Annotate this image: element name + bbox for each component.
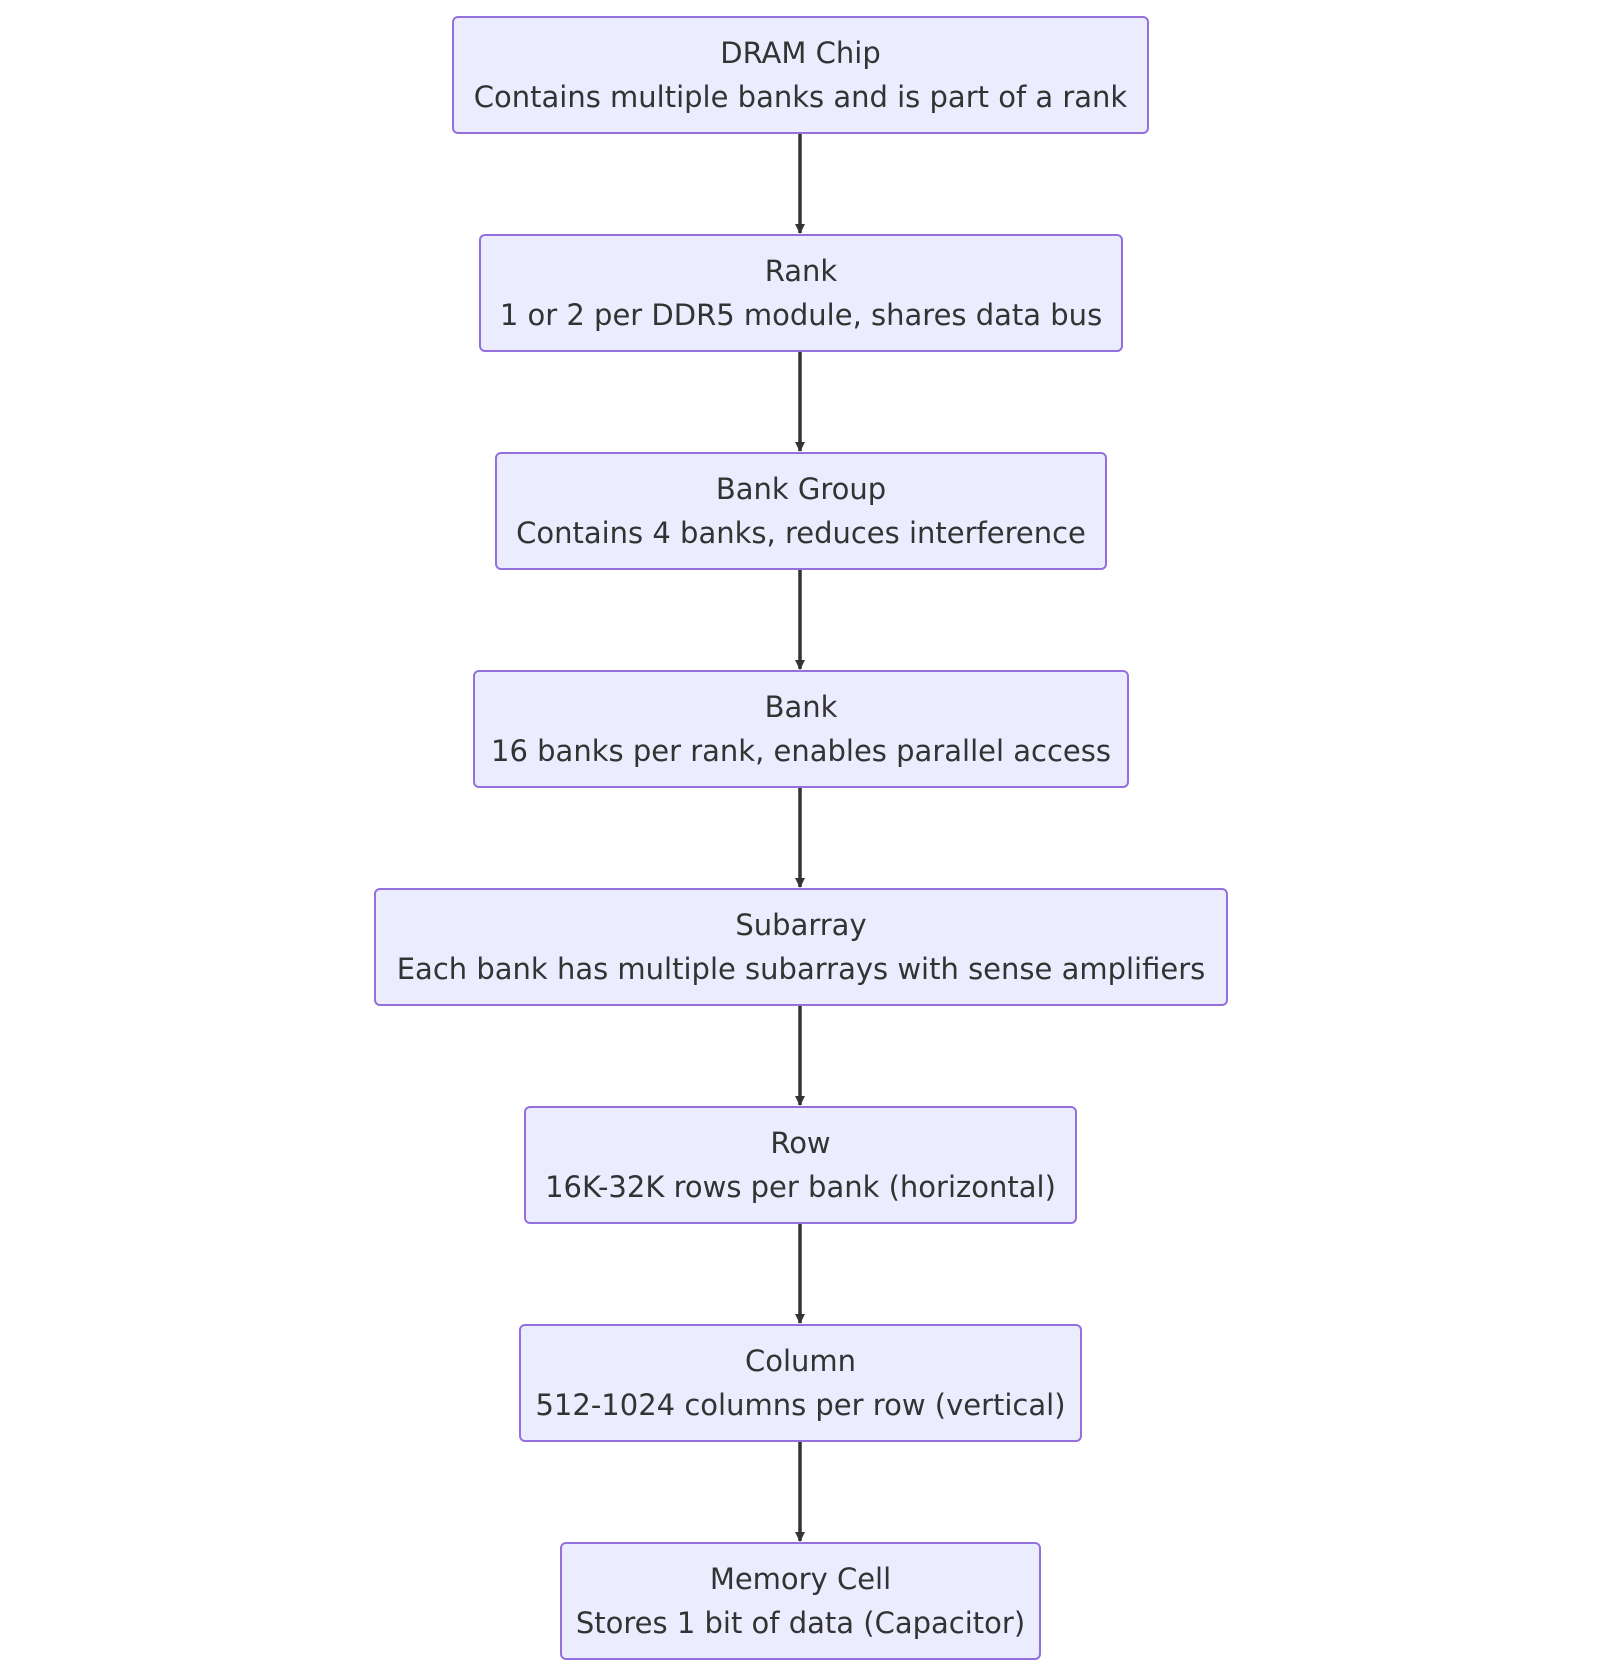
node-subarray: Subarray Each bank has multiple subarray… — [374, 888, 1228, 1006]
node-row: Row 16K-32K rows per bank (horizontal) — [524, 1106, 1077, 1224]
node-title: Column — [744, 1344, 857, 1378]
node-title: Rank — [764, 254, 838, 288]
node-description: 1 or 2 per DDR5 module, shares data bus — [499, 298, 1103, 332]
node-title: Bank Group — [715, 472, 887, 506]
node-description: 16K-32K rows per bank (horizontal) — [545, 1170, 1056, 1204]
node-description: 16 banks per rank, enables parallel acce… — [491, 734, 1111, 768]
node-description: Stores 1 bit of data (Capacitor) — [575, 1606, 1026, 1640]
node-memory-cell: Memory Cell Stores 1 bit of data (Capaci… — [560, 1542, 1041, 1660]
node-bank: Bank 16 banks per rank, enables parallel… — [473, 670, 1129, 788]
node-description: Contains 4 banks, reduces interference — [516, 516, 1086, 550]
node-dram-chip: DRAM Chip Contains multiple banks and is… — [452, 16, 1149, 134]
node-rank: Rank 1 or 2 per DDR5 module, shares data… — [479, 234, 1123, 352]
node-bank-group: Bank Group Contains 4 banks, reduces int… — [495, 452, 1107, 570]
node-title: Memory Cell — [709, 1562, 892, 1596]
node-description: 512-1024 columns per row (vertical) — [535, 1388, 1066, 1422]
node-column: Column 512-1024 columns per row (vertica… — [519, 1324, 1082, 1442]
node-title: Row — [770, 1126, 831, 1160]
node-description: Each bank has multiple subarrays with se… — [396, 952, 1206, 986]
node-description: Contains multiple banks and is part of a… — [473, 80, 1128, 114]
node-title: Bank — [764, 690, 838, 724]
node-title: Subarray — [735, 908, 867, 942]
node-title: DRAM Chip — [720, 36, 881, 70]
